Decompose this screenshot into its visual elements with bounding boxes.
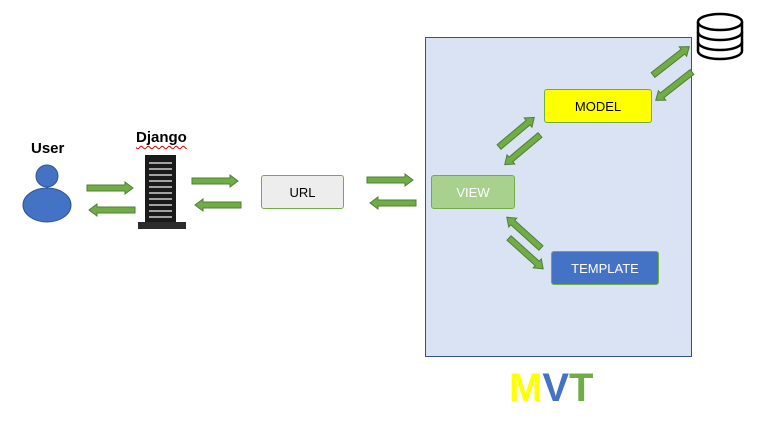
arrow-user-to-django [86, 181, 134, 195]
arrow-view-to-template [504, 233, 548, 274]
mvt-letter-v: V [542, 366, 570, 410]
user-person-icon [22, 164, 72, 223]
arrow-django-to-url [191, 174, 239, 188]
url-box: URL [261, 175, 344, 209]
arrow-url-to-view [366, 173, 414, 187]
django-label: Django [136, 129, 187, 146]
mvt-letter-m: M [509, 366, 543, 410]
template-box: TEMPLATE [551, 251, 659, 285]
view-box: VIEW [431, 175, 515, 209]
mvt-letter-t: T [569, 366, 594, 410]
model-box: MODEL [544, 89, 652, 123]
arrow-view-to-url [369, 196, 417, 210]
database-cylinder-icon [696, 12, 744, 61]
mvt-title: MVT [509, 366, 593, 411]
user-label: User [31, 140, 65, 157]
arrow-template-to-view [502, 212, 546, 253]
arrow-url-to-django [194, 198, 242, 212]
arrow-django-to-user [88, 203, 136, 217]
server-rack-icon [138, 155, 186, 229]
